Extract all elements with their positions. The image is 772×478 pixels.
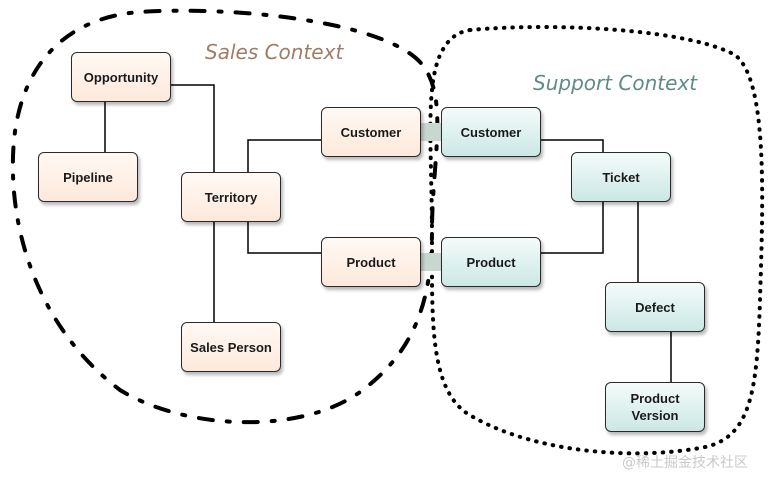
- entity-territory: Territory: [181, 172, 281, 222]
- entity-opportunity: Opportunity: [71, 52, 171, 102]
- entity-pipeline: Pipeline: [38, 152, 138, 202]
- entity-support-product: Product: [441, 237, 541, 287]
- entity-support-customer: Customer: [441, 107, 541, 157]
- shared-product-link: [421, 253, 441, 271]
- connector-territory-product: [247, 222, 321, 254]
- sales-context-boundary: [10, 8, 440, 425]
- connector-product-ticket: [541, 202, 604, 254]
- entity-ticket: Ticket: [571, 152, 671, 202]
- entity-sales-person: Sales Person: [181, 322, 281, 372]
- entity-defect: Defect: [605, 282, 705, 332]
- entity-sales-customer: Customer: [321, 107, 421, 157]
- entity-product-version: Product Version: [605, 382, 705, 432]
- watermark: @稀土掘金技术社区: [622, 455, 748, 471]
- entity-sales-product: Product: [321, 237, 421, 287]
- connector-opportunity-territory: [171, 84, 215, 172]
- sales-context-title: Sales Context: [205, 40, 344, 64]
- connector-customer-ticket: [541, 139, 604, 152]
- shared-customer-link: [421, 123, 441, 141]
- support-context-title: Support Context: [533, 71, 698, 95]
- connector-territory-customer: [247, 139, 321, 172]
